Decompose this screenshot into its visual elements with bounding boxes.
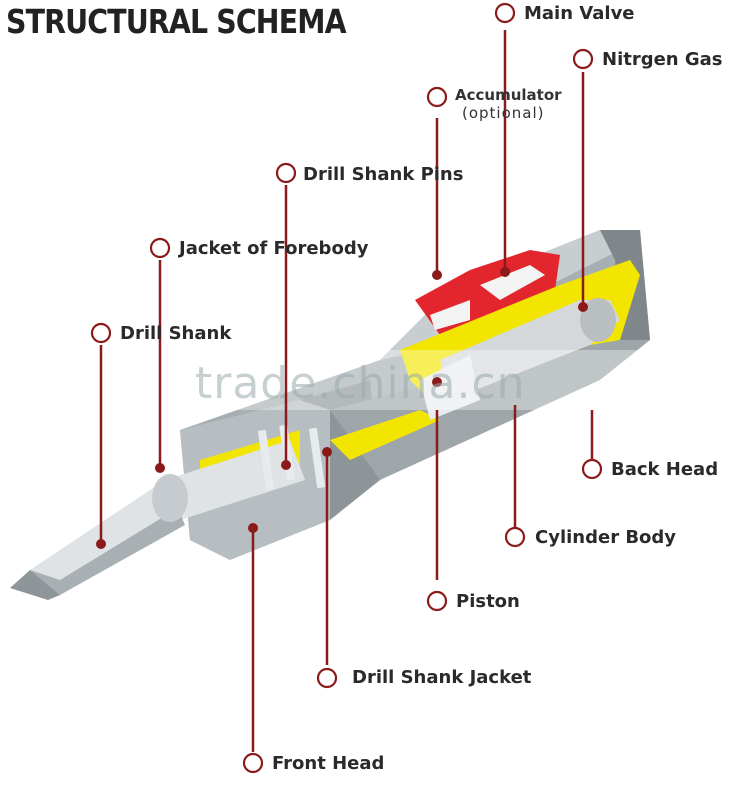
label-cylinder-body: Cylinder Body	[535, 527, 677, 548]
leader-dots	[96, 267, 588, 549]
label-piston: Piston	[456, 591, 520, 612]
marker-drill-shank-jacket	[316, 667, 338, 689]
marker-main-valve	[494, 2, 516, 24]
label-front-head: Front Head	[272, 753, 385, 774]
label-accumulator-note: (optional)	[462, 104, 545, 122]
leader-lines	[99, 30, 594, 752]
marker-back-head	[581, 458, 603, 480]
page-title: STRUCTURAL SCHEMA	[6, 2, 347, 41]
marker-drill-shank-pins	[275, 162, 297, 184]
label-jacket-of-forebody: Jacket of Forebody	[179, 238, 369, 259]
marker-piston	[426, 590, 448, 612]
label-main-valve: Main Valve	[524, 3, 635, 24]
label-nitrogen-gas: Nitrgen Gas	[602, 49, 723, 70]
marker-accumulator	[426, 86, 448, 108]
label-back-head: Back Head	[611, 459, 719, 480]
watermark-text: trade.china.cn	[195, 358, 526, 409]
label-accumulator: Accumulator	[455, 86, 562, 104]
drill-shank-shape	[10, 440, 305, 600]
marker-nitrogen-gas	[572, 48, 594, 70]
marker-cylinder-body	[504, 526, 526, 548]
valve-section	[415, 250, 560, 335]
label-drill-shank-pins: Drill Shank Pins	[303, 164, 464, 185]
label-drill-shank-jacket: Drill Shank Jacket	[352, 667, 532, 688]
piston-shape	[420, 298, 620, 420]
marker-front-head	[242, 752, 264, 774]
label-drill-shank: Drill Shank	[120, 323, 232, 344]
watermark-band	[0, 350, 737, 410]
label-markers	[90, 2, 603, 774]
marker-jacket-of-forebody	[149, 237, 171, 259]
marker-drill-shank	[90, 322, 112, 344]
